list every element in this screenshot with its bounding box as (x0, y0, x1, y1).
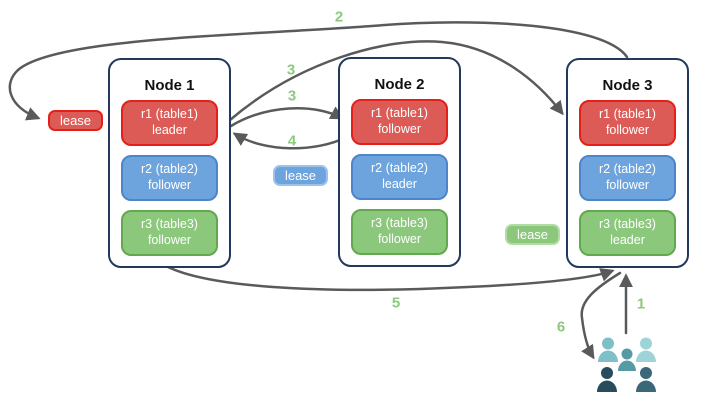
users-icon (597, 337, 656, 392)
node-1-card: Node 1 r1 (table1) leader r2 (table2) fo… (108, 58, 231, 268)
replica-label: r2 (table2) (599, 162, 656, 177)
node-3-card: Node 3 r1 (table1) follower r2 (table2) … (566, 58, 689, 268)
step-label-1: 1 (636, 295, 646, 313)
node-1-replica-r1: r1 (table1) leader (121, 100, 218, 146)
replica-role: leader (152, 123, 187, 137)
node-3-replica-r2: r2 (table2) follower (579, 155, 676, 201)
arrow-step4-follower-ack-to-leader (232, 132, 349, 150)
node-2-replica-r2: r2 (table2) leader (351, 154, 448, 200)
lease-badge-table2: lease (273, 165, 328, 186)
node-1-replica-r3: r3 (table3) follower (121, 210, 218, 256)
node-3-replica-r3: r3 (table3) leader (579, 210, 676, 256)
node-3-replica-r1: r1 (table1) follower (579, 100, 676, 146)
replica-role: follower (377, 122, 422, 136)
node-3-title: Node 3 (602, 77, 653, 94)
step-label-3b: 3 (287, 87, 297, 105)
step-label-2: 2 (334, 8, 344, 26)
arrow-step5-leaseholder-to-gateway (166, 265, 615, 292)
lease-badge-table3: lease (505, 224, 560, 245)
replica-label: r3 (table3) (371, 216, 428, 231)
replica-label: r1 (table1) (141, 107, 198, 122)
arrow-step3-leader-to-node2-follower (229, 106, 345, 128)
node-2-replica-r1: r1 (table1) follower (351, 99, 448, 145)
arrow-step6-gateway-to-client (580, 271, 622, 360)
node-1-title: Node 1 (144, 77, 195, 94)
node-2-replica-r3: r3 (table3) follower (351, 209, 448, 255)
step-label-4: 4 (287, 132, 297, 150)
replica-label: r3 (table3) (599, 217, 656, 232)
replica-role: follower (377, 232, 422, 246)
node-2-card: Node 2 r1 (table1) follower r2 (table2) … (338, 57, 461, 267)
lease-badge-table1: lease (48, 110, 103, 131)
replica-role: follower (605, 178, 650, 192)
node-2-title: Node 2 (374, 76, 425, 93)
replica-label: r1 (table1) (599, 107, 656, 122)
replica-role: follower (147, 233, 192, 247)
arrow-step3-leader-to-node3-follower (228, 40, 564, 122)
step-label-6: 6 (556, 318, 566, 336)
replica-label: r1 (table1) (371, 106, 428, 121)
node-1-replica-r2: r2 (table2) follower (121, 155, 218, 201)
step-label-3a: 3 (286, 61, 296, 79)
replica-label: r2 (table2) (141, 162, 198, 177)
replica-role: leader (610, 233, 645, 247)
replica-label: r3 (table3) (141, 217, 198, 232)
replica-role: follower (605, 123, 650, 137)
replica-role: follower (147, 178, 192, 192)
step-label-5: 5 (391, 294, 401, 312)
replica-label: r2 (table2) (371, 161, 428, 176)
arrow-step2-gateway-to-leaseholder (8, 21, 629, 121)
replica-role: leader (382, 177, 417, 191)
